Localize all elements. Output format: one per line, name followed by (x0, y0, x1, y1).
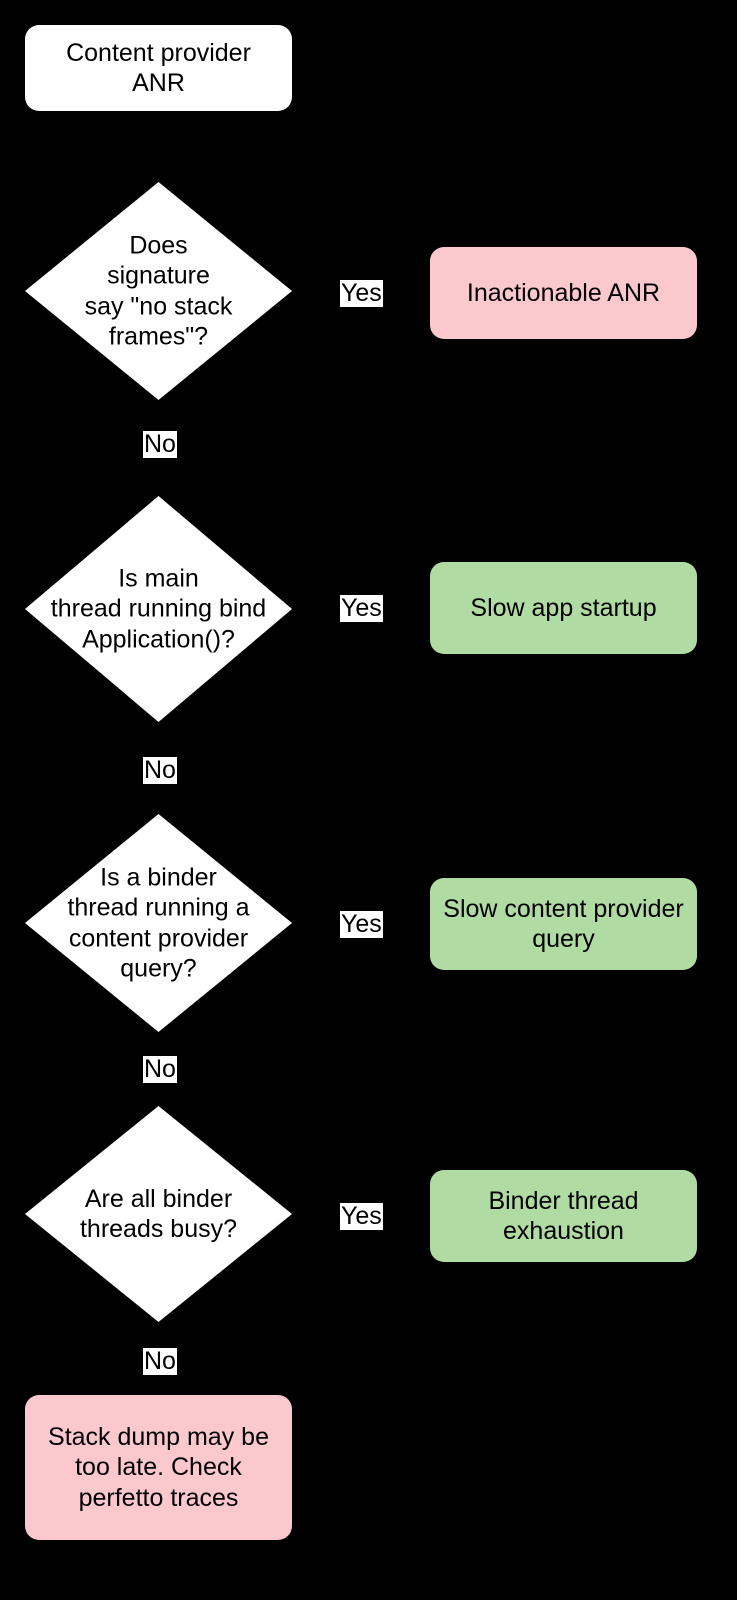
connector-start-to-decision1 (156, 110, 160, 190)
edge-label-yes-3: Yes (340, 910, 383, 938)
diamond-shape-decision1 (25, 182, 292, 400)
node-decision4[interactable]: Are all binder threads busy? (25, 1106, 292, 1322)
node-result2[interactable]: Slow app startup (430, 562, 697, 654)
node-result3[interactable]: Slow content provider query (430, 878, 697, 970)
node-result5-label: Stack dump may be too late. Check perfet… (48, 1422, 269, 1512)
node-result1-label: Inactionable ANR (466, 278, 661, 307)
node-result1[interactable]: Inactionable ANR (430, 247, 697, 339)
edge-label-no-4: No (143, 1347, 177, 1375)
node-result3-label: Slow content provider query (443, 894, 684, 954)
node-result2-label: Slow app startup (470, 593, 657, 622)
edge-label-yes-1: Yes (340, 279, 383, 307)
node-start-label: Content provider ANR (66, 38, 251, 98)
diamond-shape-decision3 (25, 814, 292, 1032)
node-decision2[interactable]: Is main thread running bind Application(… (25, 496, 292, 722)
node-result4[interactable]: Binder thread exhaustion (430, 1170, 697, 1262)
node-decision1[interactable]: Does signature say "no stack frames"? (25, 182, 292, 400)
node-result5[interactable]: Stack dump may be too late. Check perfet… (25, 1395, 292, 1540)
node-result4-label: Binder thread exhaustion (488, 1186, 639, 1246)
node-decision3[interactable]: Is a binder thread running a content pro… (25, 814, 292, 1032)
edge-label-no-2: No (143, 756, 177, 784)
edge-label-yes-2: Yes (340, 594, 383, 622)
edge-label-no-1: No (143, 430, 177, 458)
node-start[interactable]: Content provider ANR (25, 25, 292, 111)
edge-label-yes-4: Yes (340, 1202, 383, 1230)
edge-label-no-3: No (143, 1055, 177, 1083)
diamond-shape-decision4 (25, 1106, 292, 1322)
diamond-shape-decision2 (25, 496, 292, 722)
